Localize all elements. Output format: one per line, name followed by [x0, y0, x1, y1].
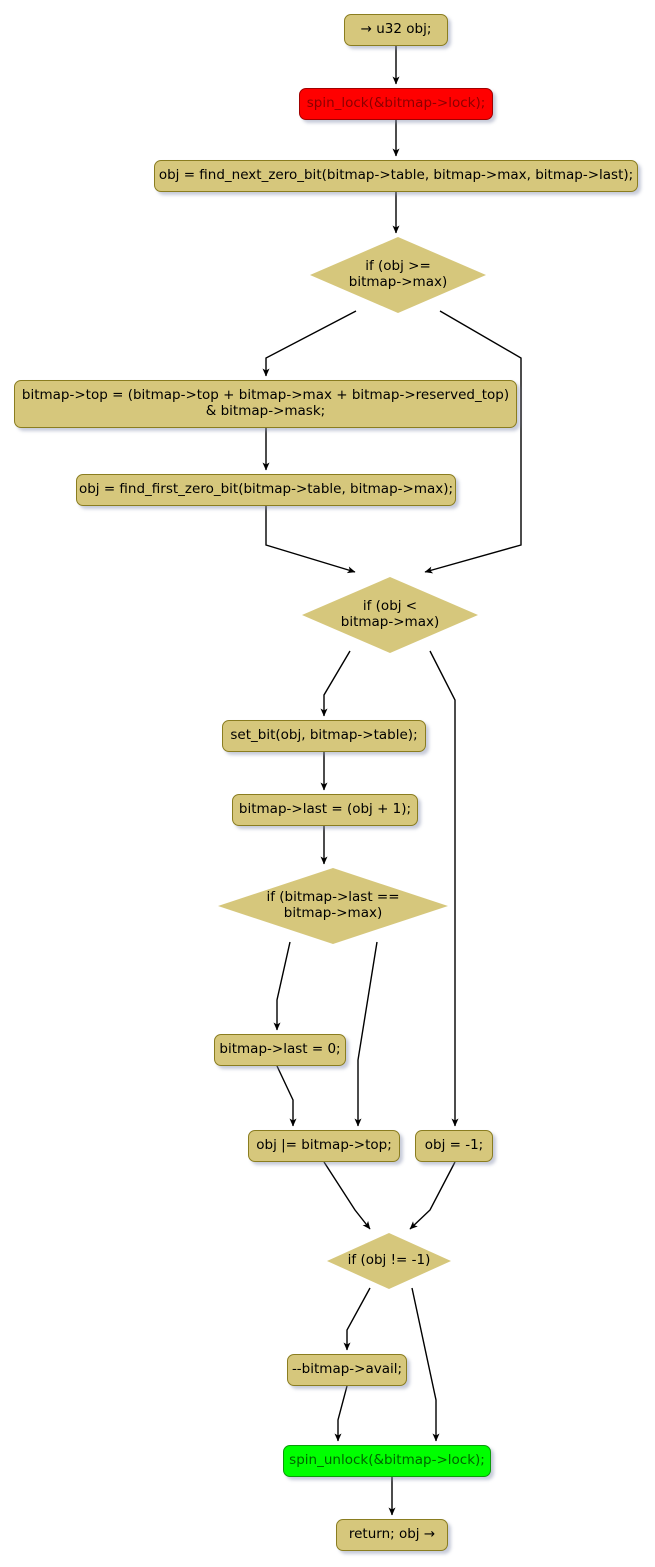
node-if_obj_lt_max[interactable]: if (obj < bitmap->max) — [302, 577, 478, 653]
node-label-bitmap_last_zero: bitmap->last = 0; — [219, 1041, 341, 1058]
node-label-obj_minus_one: obj = -1; — [424, 1137, 484, 1154]
node-label-end: return; obj → — [348, 1526, 436, 1543]
edge-if_last_eq_max-to-obj_or_top — [354, 941, 378, 1127]
node-bitmap_top_assign[interactable]: bitmap->top = (bitmap->top + bitmap->max… — [14, 380, 517, 428]
node-label-dec_avail: --bitmap->avail; — [291, 1361, 403, 1378]
node-label-if_obj_lt_max: if (obj < bitmap->max) — [340, 598, 440, 630]
node-start[interactable]: → u32 obj; — [344, 14, 448, 46]
edge-find_first_zero_bit-to-if_obj_lt_max — [265, 506, 356, 574]
node-bitmap_last_assign[interactable]: bitmap->last = (obj + 1); — [232, 794, 418, 826]
node-label-set_bit: set_bit(obj, bitmap->table); — [230, 727, 418, 744]
node-label-obj_or_top: obj |= bitmap->top; — [256, 1137, 392, 1154]
edge-if_obj_ge_max-to-if_obj_lt_max — [424, 310, 522, 574]
node-spin_lock[interactable]: spin_lock(&bitmap->lock); — [299, 88, 493, 120]
node-set_bit[interactable]: set_bit(obj, bitmap->table); — [222, 720, 426, 752]
edge-bitmap_last_zero-to-obj_or_top — [276, 1065, 297, 1127]
edge-obj_or_top-to-if_obj_ne_minus1 — [323, 1161, 371, 1230]
node-label-if_last_eq_max: if (bitmap->last == bitmap->max) — [266, 889, 400, 921]
edge-if_obj_ne_minus1-to-dec_avail — [343, 1287, 371, 1351]
node-bitmap_last_zero[interactable]: bitmap->last = 0; — [214, 1034, 346, 1066]
node-obj_minus_one[interactable]: obj = -1; — [415, 1130, 493, 1162]
node-label-start: → u32 obj; — [360, 21, 432, 38]
node-if_obj_ne_minus1[interactable]: if (obj != -1) — [327, 1233, 451, 1289]
node-spin_unlock[interactable]: spin_unlock(&bitmap->lock); — [283, 1445, 491, 1477]
node-label-find_next_zero_bit: obj = find_next_zero_bit(bitmap->table, … — [158, 167, 634, 184]
node-label-spin_lock: spin_lock(&bitmap->lock); — [306, 95, 486, 112]
edge-obj_minus_one-to-if_obj_ne_minus1 — [409, 1161, 456, 1230]
node-label-bitmap_top_assign: bitmap->top = (bitmap->top + bitmap->max… — [21, 387, 510, 419]
node-obj_or_top[interactable]: obj |= bitmap->top; — [248, 1130, 400, 1162]
node-find_first_zero_bit[interactable]: obj = find_first_zero_bit(bitmap->table,… — [76, 474, 456, 506]
edge-if_last_eq_max-to-bitmap_last_zero — [273, 941, 291, 1031]
node-label-if_obj_ge_max: if (obj >= bitmap->max) — [348, 258, 448, 290]
node-end[interactable]: return; obj → — [336, 1519, 448, 1551]
node-if_obj_ge_max[interactable]: if (obj >= bitmap->max) — [310, 237, 486, 313]
node-find_next_zero_bit[interactable]: obj = find_next_zero_bit(bitmap->table, … — [154, 160, 638, 192]
node-label-find_first_zero_bit: obj = find_first_zero_bit(bitmap->table,… — [78, 481, 454, 498]
node-label-bitmap_last_assign: bitmap->last = (obj + 1); — [238, 801, 412, 818]
node-dec_avail[interactable]: --bitmap->avail; — [287, 1354, 407, 1386]
node-if_last_eq_max[interactable]: if (bitmap->last == bitmap->max) — [218, 868, 448, 944]
edge-if_obj_ge_max-to-bitmap_top_assign — [262, 310, 357, 377]
edge-if_obj_lt_max-to-set_bit — [320, 650, 351, 717]
edge-if_obj_ne_minus1-to-spin_unlock — [411, 1287, 440, 1442]
node-label-if_obj_ne_minus1: if (obj != -1) — [347, 1252, 431, 1269]
node-label-spin_unlock: spin_unlock(&bitmap->lock); — [289, 1452, 485, 1469]
edge-dec_avail-to-spin_unlock — [334, 1385, 348, 1442]
